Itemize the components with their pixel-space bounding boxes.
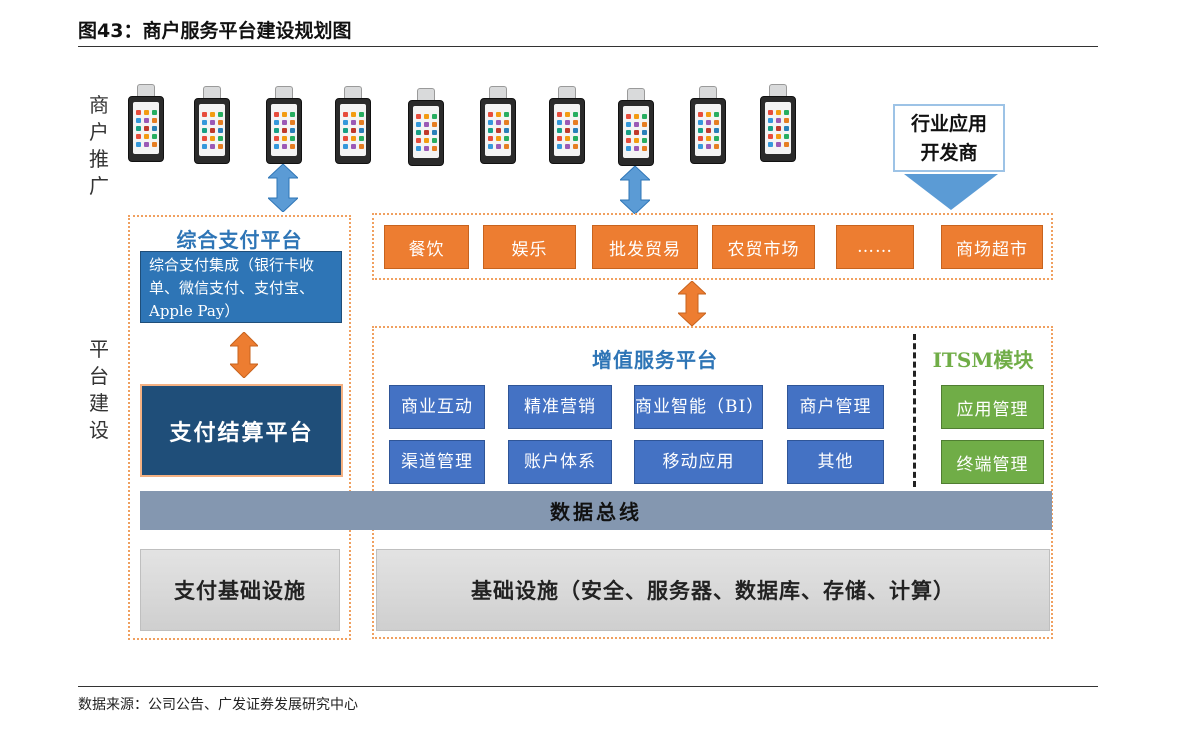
infrastructure-box: 基础设施（安全、服务器、数据库、存储、计算）	[376, 549, 1050, 631]
industry-box: 商场超市	[941, 225, 1043, 269]
pos-terminal-icon	[194, 86, 230, 164]
side-label-platform-building: 平台建设	[89, 337, 109, 442]
pos-terminal-icon	[266, 86, 302, 164]
industries-container	[372, 213, 1053, 280]
pos-terminal-icon	[549, 86, 585, 164]
pos-terminal-icon	[480, 86, 516, 164]
double-arrow-icon	[230, 332, 258, 378]
payment-platform-container	[128, 215, 351, 640]
value-added-module: 商户管理	[787, 385, 884, 429]
value-added-module: 商业互动	[389, 385, 485, 429]
pos-terminal-icon	[618, 88, 654, 166]
developer-line2: 开发商	[920, 142, 978, 164]
itsm-module-app-management: 应用管理	[941, 385, 1044, 429]
industry-box: ……	[836, 225, 914, 269]
developer-line1: 行业应用	[910, 113, 987, 135]
data-bus: 数据总线	[140, 491, 1052, 530]
payment-platform-title: 综合支付平台	[176, 228, 303, 252]
developer-box: 行业应用 开发商	[893, 104, 1005, 172]
value-added-module: 渠道管理	[389, 440, 485, 484]
industry-box: 餐饮	[384, 225, 469, 269]
double-arrow-icon	[678, 281, 706, 326]
bottom-rule	[78, 686, 1098, 687]
pos-terminal-icon	[335, 86, 371, 164]
value-added-module: 商业智能（BI）	[634, 385, 763, 429]
developer-arrow-icon	[904, 174, 998, 210]
value-added-module: 其他	[787, 440, 884, 484]
itsm-module-terminal-management: 终端管理	[941, 440, 1044, 484]
pos-terminal-icon	[760, 84, 796, 162]
industry-box: 娱乐	[483, 225, 576, 269]
value-added-module: 移动应用	[634, 440, 763, 484]
side-label-merchant-promotion: 商户推广	[89, 93, 109, 198]
pos-terminal-icon	[408, 88, 444, 166]
double-arrow-icon	[268, 164, 298, 212]
pos-terminal-icon	[128, 84, 164, 162]
terminal-row	[124, 84, 824, 166]
value-added-title: 增值服务平台	[592, 348, 718, 372]
double-arrow-icon	[620, 166, 650, 214]
payment-infrastructure-box: 支付基础设施	[140, 549, 340, 631]
itsm-title: ITSM模块	[932, 348, 1034, 372]
industry-box: 批发贸易	[592, 225, 698, 269]
figure-title: 图43：商户服务平台建设规划图	[78, 20, 352, 42]
itsm-divider	[913, 334, 916, 487]
top-rule	[78, 46, 1098, 47]
payment-integration-box: 综合支付集成（银行卡收单、微信支付、支付宝、Apple Pay）	[140, 251, 342, 323]
value-added-module: 账户体系	[508, 440, 612, 484]
value-added-module: 精准营销	[508, 385, 612, 429]
figure-source: 数据来源：公司公告、广发证券发展研究中心	[78, 697, 358, 713]
pos-terminal-icon	[690, 86, 726, 164]
industry-box: 农贸市场	[712, 225, 815, 269]
value-added-container	[372, 326, 1053, 639]
settlement-platform-box: 支付结算平台	[140, 384, 343, 477]
